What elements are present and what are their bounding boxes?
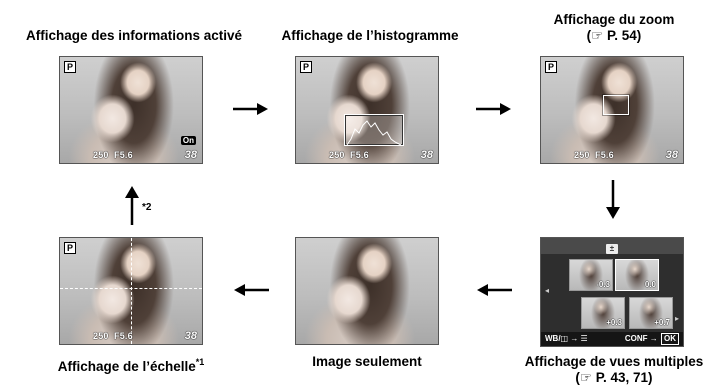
caption-info-on-text: Affichage des informations activé [25,28,243,43]
caption-multi-ref: (☞ P. 43, 71) [575,370,653,385]
arrow-note: *2 [142,202,152,213]
arrow-right-2 [476,103,511,115]
ev-value: -0.3 [596,280,610,289]
ok-button-icon: OK [661,333,679,345]
exposure-info: 250 F5.6 [93,150,133,160]
thumb-ev-2: 0.0 [615,259,659,291]
shutter-speed: 250 [574,150,590,160]
histogram-box [344,114,404,146]
ev-value: +0.7 [654,318,670,327]
ev-value: +0.3 [606,318,622,327]
arrow-right-1 [233,103,268,115]
exposure-info: 250 F5.6 [93,331,133,341]
screen-zoom: P 250 F5.6 38 [540,56,684,164]
arrow-left-2 [234,284,269,296]
arrow-up [125,186,139,225]
mode-badge: P [545,61,557,73]
next-arrow-icon: ▸ [674,314,679,323]
frames-left: 38 [665,149,678,161]
caption-scale-note: *1 [195,357,205,367]
multi-view-header: ± [541,238,683,254]
caption-zoom-text: Affichage du zoom [553,12,675,27]
frames-left: 38 [420,149,433,161]
zoom-frame [603,95,629,115]
aperture-value: F5.6 [114,150,133,160]
caption-zoom: Affichage du zoom (☞ P. 54) [554,12,675,44]
caption-multi-text: Affichage de vues multiples [524,354,704,369]
caption-scale-text: Affichage de l’échelle [57,359,196,374]
screen-multi-view: ± ◂ ▸ -0.3 0.0 +0.3 +0.7 WB/◫ → ☰ CONF →… [540,237,684,347]
aperture-value: F5.6 [350,150,369,160]
arrow-left-1 [477,284,512,296]
confirm-hint: CONF → OK [625,332,679,346]
thumb-ev-4: +0.7 [629,297,673,329]
caption-histogram: Affichage de l’histogramme [281,28,458,44]
aperture-value: F5.6 [595,150,614,160]
exposure-info: 250 F5.6 [574,150,614,160]
ev-value: 0.0 [644,280,656,289]
frames-left: 38 [184,149,197,161]
scale-vertical-line [131,238,132,344]
mode-badge: P [64,61,76,73]
prev-arrow-icon: ◂ [545,286,550,295]
mode-badge: P [300,61,312,73]
wb-hint: WB/◫ → ☰ [545,334,588,343]
aperture-value: F5.6 [114,331,133,341]
screen-image-only [295,237,439,345]
screen-scale: P 250 F5.6 38 [59,237,203,345]
screen-info-on: P On 250 F5.6 38 [59,56,203,164]
frames-left: 38 [184,330,197,342]
exposure-compensation-icon: ± [606,244,618,254]
histogram-graph [346,120,402,146]
multi-view-footer: WB/◫ → ☰ CONF → OK [541,332,683,346]
caption-image-only-text: Image seulement [312,354,422,369]
thumb-ev-3: +0.3 [581,297,625,329]
screen-histogram: P 250 F5.6 38 [295,56,439,164]
arrow-down [606,180,620,219]
shutter-speed: 250 [93,150,109,160]
shutter-speed: 250 [93,331,109,341]
mode-badge: P [64,242,76,254]
confirm-hint-text: CONF → [624,334,658,343]
caption-zoom-ref: (☞ P. 54) [586,28,642,43]
caption-histogram-text: Affichage de l’histogramme [281,28,459,43]
thumb-ev-1: -0.3 [569,259,613,291]
caption-info-on: Affichage des informations activé [26,28,242,44]
protect-icon: On [180,136,196,145]
shutter-speed: 250 [329,150,345,160]
caption-scale: Affichage de l’échelle*1 [58,354,205,375]
exposure-info: 250 F5.6 [329,150,369,160]
caption-image-only: Image seulement [312,354,422,370]
caption-multi: Affichage de vues multiples (☞ P. 43, 71… [525,354,704,386]
